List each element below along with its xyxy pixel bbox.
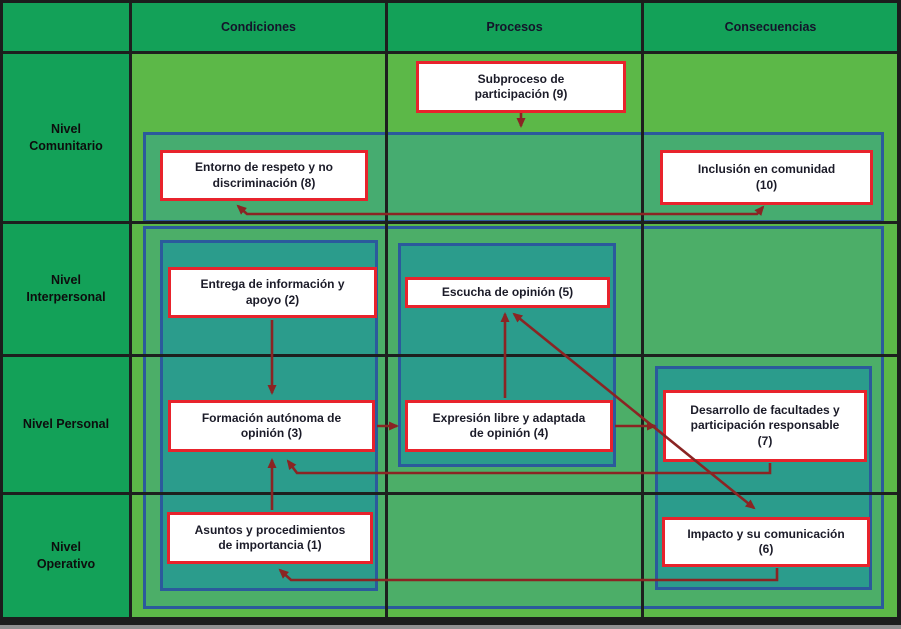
box-subproceso-de-participacion-9: Subproceso de participación (9): [416, 61, 626, 113]
grid-line-vertical-3: [641, 0, 644, 617]
row-header-nivel-comunitario: Nivel Comunitario: [29, 121, 103, 153]
row-header-column-background: [0, 54, 131, 617]
box-entorno-de-respeto-8: Entorno de respeto y no discriminación (…: [160, 150, 368, 201]
outer-border-bottom: [0, 617, 901, 625]
column-header-condiciones: Condiciones: [220, 20, 296, 34]
column-header-procesos: Procesos: [486, 20, 543, 34]
box-entrega-de-informacion-2: Entrega de información y apoyo (2): [168, 267, 377, 318]
box-impacto-y-su-comunicacion-6: Impacto y su comunicación (6): [662, 517, 870, 567]
header-row-background: [0, 0, 901, 54]
box-expresion-libre-4: Expresión libre y adaptada de opinión (4…: [405, 400, 613, 452]
outer-border-bottom-shadow: [0, 625, 901, 629]
outer-border-top: [0, 0, 901, 3]
box-escucha-de-opinion-5: Escucha de opinión (5): [405, 277, 610, 308]
grid-line-horizontal-1: [0, 51, 901, 54]
grid-line-vertical-1: [129, 0, 132, 617]
box-formacion-autonoma-3: Formación autónoma de opinión (3): [168, 400, 375, 452]
grid-line-horizontal-3: [0, 354, 901, 357]
outer-border-left: [0, 0, 3, 629]
box-inclusion-en-comunidad-10: Inclusión en comunidad (10): [660, 150, 873, 205]
column-header-consecuencias: Consecuencias: [724, 20, 817, 34]
row-header-nivel-interpersonal: Nivel Interpersonal: [26, 273, 106, 304]
outer-border-right: [897, 0, 901, 629]
grid-line-horizontal-4: [0, 492, 901, 495]
row-header-nivel-operativo: Nivel Operativo: [36, 540, 96, 571]
box-asuntos-y-procedimientos-1: Asuntos y procedimientos de importancia …: [167, 512, 373, 564]
grid-line-horizontal-2: [0, 221, 901, 224]
grid-line-vertical-2: [385, 0, 388, 617]
box-desarrollo-de-facultades-7: Desarrollo de facultades y participación…: [663, 390, 867, 462]
row-header-nivel-personal: Nivel Personal: [22, 417, 110, 432]
